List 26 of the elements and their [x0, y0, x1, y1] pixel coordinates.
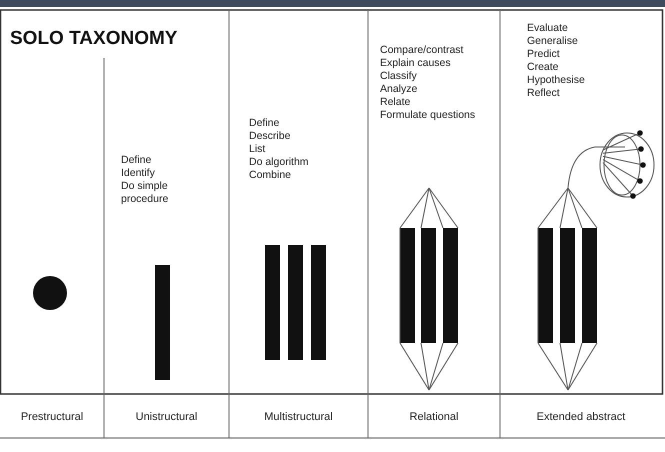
- verb-text: List: [249, 143, 266, 156]
- verb-text: Hypothesise: [527, 74, 585, 87]
- verb-text: Evaluate: [527, 22, 568, 35]
- verb-text: Relate: [380, 96, 410, 109]
- verb-text: Explain causes: [380, 57, 451, 70]
- level-name: Relational: [408, 410, 460, 424]
- verb-text: Predict: [527, 48, 560, 61]
- verb-text: Do simple procedure: [121, 180, 170, 206]
- verb-text: Do algorithm: [249, 156, 309, 169]
- verb-text: Create: [527, 61, 559, 74]
- level-name: Multistructural: [263, 410, 334, 424]
- verb-text: Define: [121, 154, 152, 167]
- verb-text: Identify: [121, 167, 155, 180]
- verb-text: Reflect: [527, 87, 560, 100]
- level-name: Extended abstract: [536, 410, 626, 424]
- verb-text: Analyze: [380, 83, 418, 96]
- title: SOLO TAXONOMY: [10, 28, 178, 50]
- verb-text: Formulate questions: [380, 109, 476, 122]
- verb-text: Compare/contrast: [380, 44, 464, 57]
- level-name: Prestructural: [20, 410, 84, 424]
- level-name: Unistructural: [134, 410, 198, 424]
- verb-text: Generalise: [527, 35, 578, 48]
- verb-text: Classify: [380, 70, 417, 83]
- verb-text: Describe: [249, 130, 290, 143]
- verb-text: Define: [249, 117, 280, 130]
- verb-text: Combine: [249, 169, 292, 182]
